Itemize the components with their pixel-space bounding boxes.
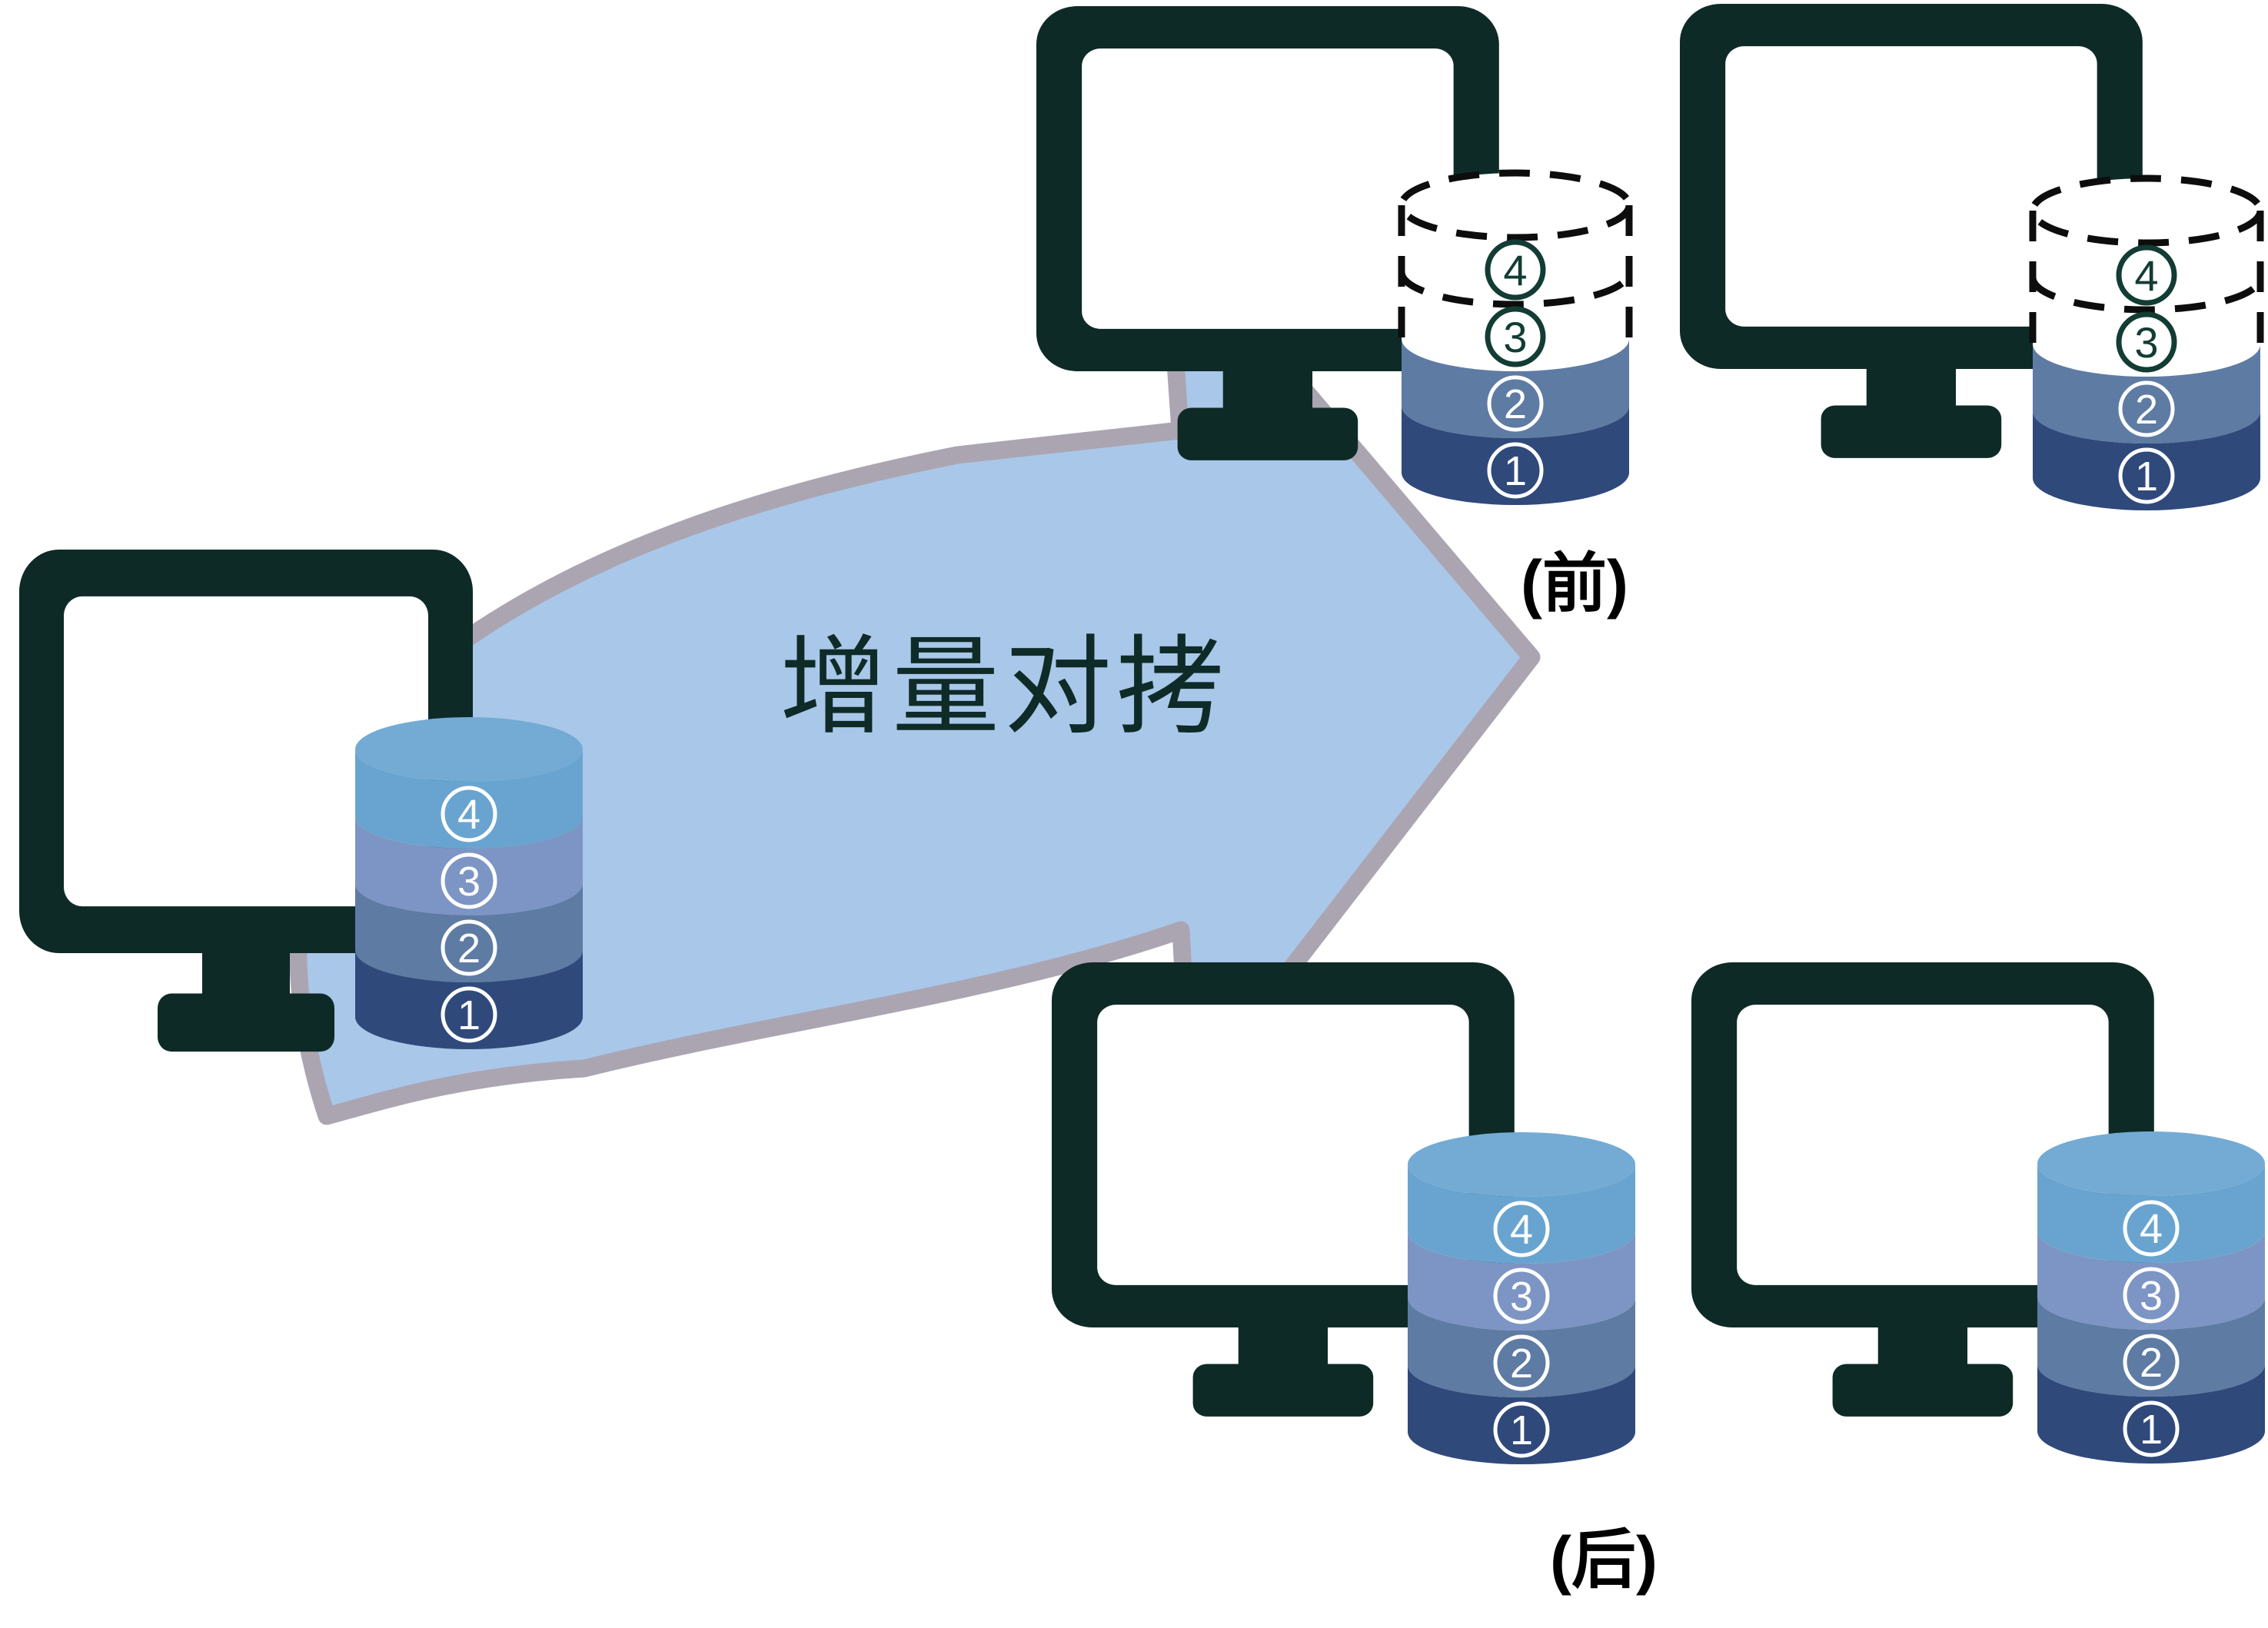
db-layer-2 bbox=[1402, 339, 1629, 438]
after-label: (后) bbox=[1550, 1523, 1658, 1596]
layer-3-number: 3 bbox=[1503, 313, 1527, 361]
layer-1-badge bbox=[441, 986, 497, 1043]
layer-2-number: 2 bbox=[2140, 1340, 2163, 1386]
layer-4-badge bbox=[441, 786, 497, 842]
db-layer-1 bbox=[1408, 1365, 1635, 1464]
layer-3-number: 3 bbox=[2134, 318, 2158, 367]
layer-2-badge bbox=[2118, 380, 2175, 437]
layer-2-number: 2 bbox=[2135, 387, 2158, 433]
layer-2-number: 2 bbox=[457, 925, 481, 972]
layer-2-badge bbox=[441, 919, 497, 976]
layer-3-badge bbox=[1485, 306, 1546, 367]
db-layer-3 bbox=[355, 816, 583, 915]
layer-1-badge bbox=[2123, 1400, 2180, 1457]
layer-3-number: 3 bbox=[457, 859, 481, 905]
layer-3-badge bbox=[2116, 311, 2177, 373]
layer-1-badge bbox=[2118, 447, 2175, 504]
layer-2-badge bbox=[1487, 375, 1544, 432]
db-pending-body bbox=[2033, 178, 2260, 377]
db-top-face bbox=[1408, 1132, 1635, 1197]
db-layer-4 bbox=[355, 749, 583, 849]
layer-4-number: 4 bbox=[1510, 1207, 1533, 1253]
db-layer-1 bbox=[1402, 406, 1629, 505]
layer-2-badge bbox=[1493, 1334, 1550, 1391]
layer-4-number: 4 bbox=[1503, 246, 1527, 294]
layer-1-badge bbox=[1487, 442, 1544, 499]
layer-4-number: 4 bbox=[2134, 251, 2158, 300]
layer-2-number: 2 bbox=[1504, 381, 1527, 427]
layer-1-number: 1 bbox=[2135, 454, 2158, 500]
layer-1-number: 1 bbox=[1510, 1407, 1533, 1454]
db-top-face bbox=[355, 717, 583, 782]
layer-3-badge bbox=[2123, 1267, 2180, 1324]
db-layer-2 bbox=[1408, 1298, 1635, 1397]
database-before-2: 4 3 2 1 bbox=[2029, 174, 2264, 510]
layer-1-number: 1 bbox=[457, 992, 481, 1038]
layer-4-number: 4 bbox=[457, 792, 481, 838]
db-dashed-divider bbox=[1398, 271, 1633, 308]
layer-1-number: 1 bbox=[1504, 448, 1527, 494]
layer-1-badge bbox=[1493, 1401, 1550, 1458]
layer-4-badge bbox=[2123, 1200, 2180, 1257]
db-layer-3 bbox=[1408, 1231, 1635, 1331]
layer-3-number: 3 bbox=[1510, 1274, 1533, 1320]
database-before-1: 4 3 2 1 bbox=[1398, 169, 1633, 505]
layer-3-badge bbox=[1493, 1268, 1550, 1324]
db-dashed-divider bbox=[2029, 277, 2264, 314]
db-layer-2 bbox=[2033, 344, 2260, 444]
layer-4-badge bbox=[1485, 239, 1546, 301]
db-layer-4 bbox=[1408, 1165, 1635, 1264]
database-after-1: 4 3 2 1 bbox=[1408, 1132, 1635, 1464]
db-layer-1 bbox=[355, 950, 583, 1049]
layer-3-badge bbox=[441, 852, 497, 909]
layer-2-badge bbox=[2123, 1334, 2180, 1390]
layer-4-badge bbox=[2116, 244, 2177, 306]
db-layer-2 bbox=[355, 883, 583, 982]
db-layer-3 bbox=[2037, 1231, 2265, 1330]
db-layer-1 bbox=[2037, 1364, 2265, 1464]
db-top-face bbox=[2037, 1131, 2265, 1196]
layer-3-number: 3 bbox=[2140, 1273, 2163, 1319]
db-layer-4 bbox=[2037, 1164, 2265, 1263]
database-source: 4 3 2 1 bbox=[355, 717, 583, 1049]
before-label: (前) bbox=[1521, 547, 1628, 620]
layer-1-number: 1 bbox=[2140, 1407, 2163, 1453]
layer-4-number: 4 bbox=[2140, 1206, 2163, 1252]
layer-2-number: 2 bbox=[1510, 1341, 1533, 1387]
db-layer-2 bbox=[2037, 1297, 2265, 1397]
arrow-label: 增量对拷 bbox=[780, 626, 1229, 747]
layer-4-badge bbox=[1493, 1201, 1550, 1258]
db-layer-1 bbox=[2033, 411, 2260, 510]
db-pending-body bbox=[1402, 173, 1629, 371]
database-after-2: 4 3 2 1 bbox=[2037, 1131, 2265, 1464]
